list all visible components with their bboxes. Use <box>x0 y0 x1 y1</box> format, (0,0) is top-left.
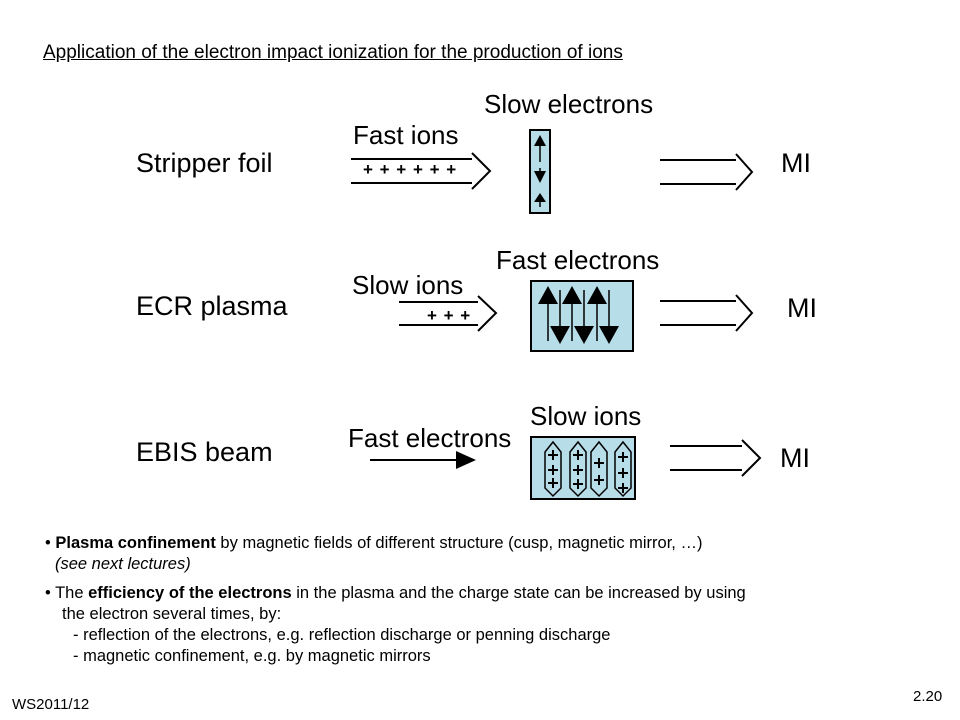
bullet-text: in the plasma and the charge state can b… <box>291 584 746 602</box>
slide-number: 2.20 <box>913 688 943 705</box>
row-label-stripper-foil: Stripper foil <box>136 148 273 178</box>
slide-title: Application of the electron impact ioniz… <box>43 42 623 63</box>
row-label-ebis-beam: EBIS beam <box>136 437 273 467</box>
output-label-mi: MI <box>780 443 810 473</box>
ecr-plasma-box <box>530 280 634 352</box>
ion-charge-signs: + + + <box>427 306 472 325</box>
ebis-trap-box <box>530 436 636 500</box>
ion-beam-arrow <box>351 152 492 190</box>
electron-beam-arrow <box>370 451 476 469</box>
box-label-slow-ions: Slow ions <box>530 401 642 431</box>
box-label-slow-electrons: Slow electrons <box>484 89 654 119</box>
arrow-label-fast-ions: Fast ions <box>353 120 459 150</box>
bullet-bold-text: efficiency of the electrons <box>88 584 292 602</box>
bullet-text: The <box>55 584 89 602</box>
bullet-bold-text: Plasma confinement <box>55 534 216 552</box>
output-label-mi: MI <box>781 148 811 178</box>
bullet-note: (see next lectures) <box>55 555 191 573</box>
box-label-fast-electrons: Fast electrons <box>496 245 660 275</box>
bullet-electron-efficiency: • The efficiency of the electrons in the… <box>45 584 746 665</box>
bullet-text: the electron several times, by: <box>62 605 282 623</box>
output-arrow <box>670 439 762 477</box>
row-label-ecr-plasma: ECR plasma <box>136 291 288 321</box>
arrow-label-slow-ions: Slow ions <box>352 270 464 300</box>
bullet-list: • Plasma confinement by magnetic fields … <box>45 533 746 675</box>
arrow-label-fast-electrons: Fast electrons <box>348 423 512 453</box>
bullet-subitem: - magnetic confinement, e.g. by magnetic… <box>73 647 431 665</box>
bullet-text: by magnetic fields of different structur… <box>215 534 703 552</box>
bullet-subitem: - reflection of the electrons, e.g. refl… <box>73 626 611 644</box>
output-arrow <box>660 153 754 191</box>
output-label-mi: MI <box>787 293 817 323</box>
ion-charge-signs: + + + + + + <box>363 160 458 179</box>
bullet-plasma-confinement: • Plasma confinement by magnetic fields … <box>45 534 703 573</box>
output-arrow <box>660 294 754 332</box>
ion-beam-arrow <box>399 295 498 332</box>
stripper-foil <box>529 129 551 214</box>
footer-semester: WS2011/12 <box>12 696 90 713</box>
